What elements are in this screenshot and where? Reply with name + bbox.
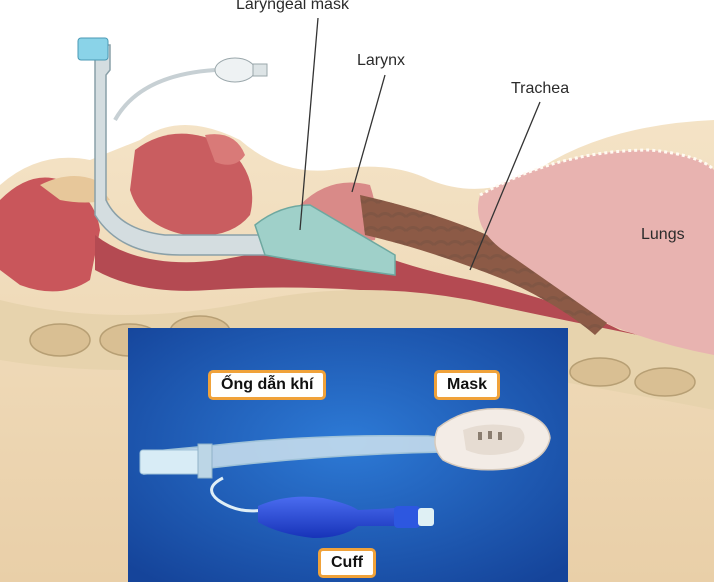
nasal-cavity xyxy=(0,177,100,292)
pharynx-airway xyxy=(95,235,714,380)
tube-connector xyxy=(77,37,109,61)
photo-cuff xyxy=(258,496,396,538)
label-trachea: Trachea xyxy=(511,80,570,97)
tag-tube: Ống dẫn khí xyxy=(208,370,327,400)
label-lungs: Lungs xyxy=(641,226,685,243)
tag-mask: Mask xyxy=(434,370,501,400)
tag-cuff: Cuff xyxy=(318,548,376,578)
photo-connector xyxy=(139,449,201,475)
device-photo: Ống dẫn khí Mask Cuff xyxy=(128,328,568,582)
laryngeal-mask-cuff xyxy=(254,204,396,276)
pilot-balloon xyxy=(214,57,256,83)
label-larynx: Larynx xyxy=(357,52,406,69)
label-laryngeal-mask: Laryngeal mask xyxy=(236,0,349,13)
lung-shape xyxy=(478,150,714,355)
